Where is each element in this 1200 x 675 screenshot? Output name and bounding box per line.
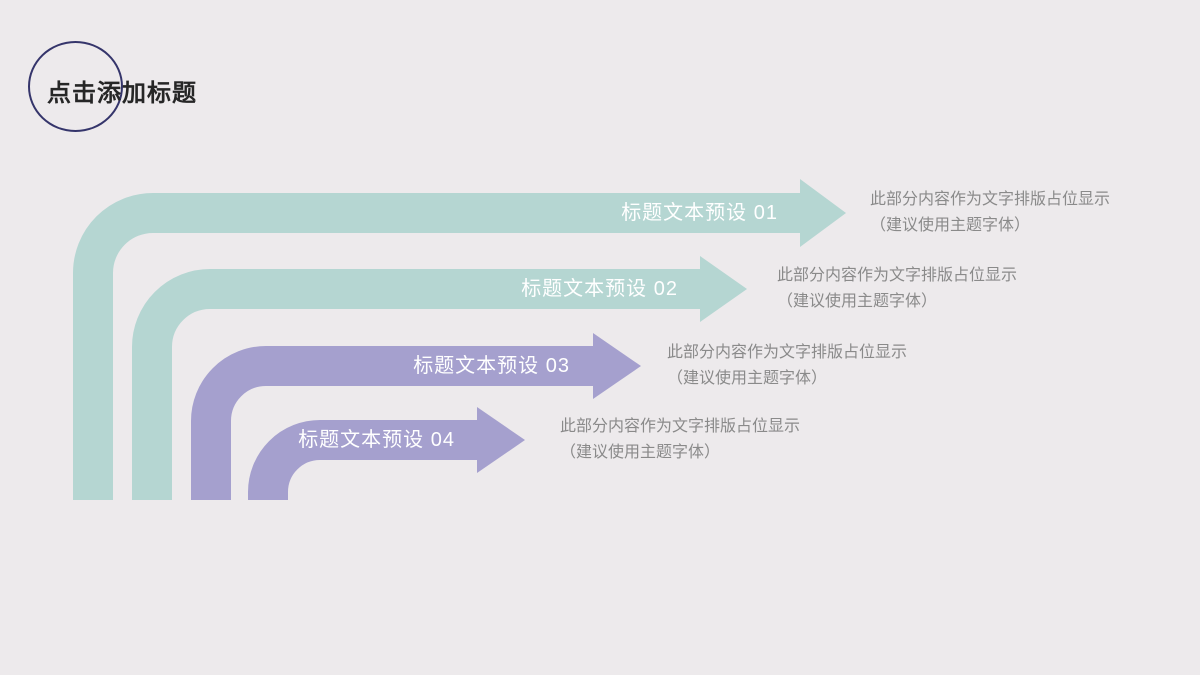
- arrow-label-04[interactable]: 标题文本预设 04: [298, 429, 455, 451]
- arrow-head-icon-04: [477, 407, 525, 473]
- slide-title-placeholder[interactable]: 点击添加标题: [47, 80, 197, 107]
- description-line-2: （建议使用主题字体）: [560, 444, 721, 461]
- arrow-head-icon-01: [800, 179, 846, 247]
- arrow-label-01[interactable]: 标题文本预设 01: [621, 202, 778, 224]
- arrow-head-icon-02: [700, 256, 747, 322]
- arrow-description-03[interactable]: 此部分内容作为文字排版占位显示 （建议使用主题字体）: [667, 340, 907, 392]
- description-line-2: （建议使用主题字体）: [777, 293, 938, 310]
- arrow-label-03[interactable]: 标题文本预设 03: [413, 355, 570, 377]
- arrow-label-02[interactable]: 标题文本预设 02: [521, 278, 678, 300]
- description-line-1: 此部分内容作为文字排版占位显示: [870, 191, 1111, 208]
- description-line-1: 此部分内容作为文字排版占位显示: [777, 267, 1018, 284]
- description-line-2: （建议使用主题字体）: [667, 370, 828, 387]
- arrow-shape-03: [191, 333, 641, 500]
- arrow-description-02[interactable]: 此部分内容作为文字排版占位显示 （建议使用主题字体）: [777, 263, 1017, 315]
- description-line-1: 此部分内容作为文字排版占位显示: [667, 344, 908, 361]
- arrow-body-03: [191, 346, 594, 500]
- arrow-shape-01: [73, 179, 846, 500]
- arrow-body-01: [73, 193, 801, 500]
- description-line-2: （建议使用主题字体）: [870, 217, 1031, 234]
- description-line-1: 此部分内容作为文字排版占位显示: [560, 418, 801, 435]
- arrow-shape-04: [248, 407, 525, 500]
- arrow-body-04: [248, 420, 478, 500]
- arrow-body-02: [132, 269, 701, 500]
- title-circle-decoration: [28, 41, 123, 132]
- arrow-description-04[interactable]: 此部分内容作为文字排版占位显示 （建议使用主题字体）: [560, 414, 800, 466]
- arrow-description-01[interactable]: 此部分内容作为文字排版占位显示 （建议使用主题字体）: [870, 187, 1110, 239]
- arrow-head-icon-03: [593, 333, 641, 399]
- arrow-shape-02: [132, 256, 747, 500]
